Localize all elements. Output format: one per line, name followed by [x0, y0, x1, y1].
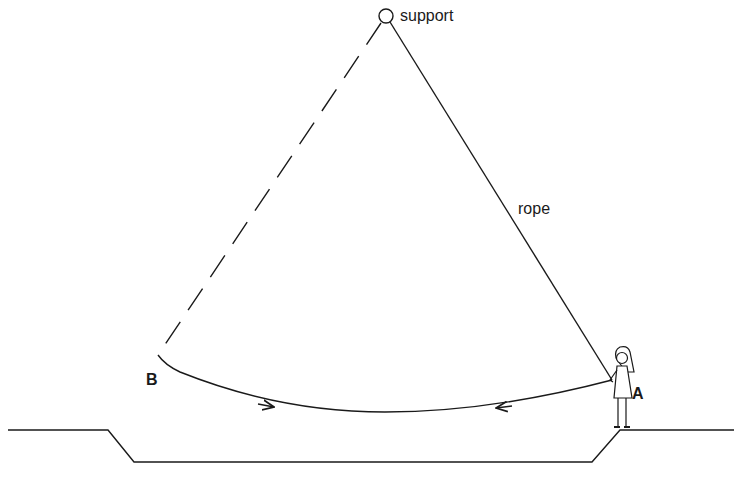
girl-figure: [610, 347, 634, 427]
swing-arc: [158, 355, 612, 412]
arrow-right: [258, 404, 274, 407]
ground-line: [8, 430, 734, 462]
arrow-left: [496, 406, 512, 408]
rope-dashed: [158, 23, 381, 355]
support-circle: [379, 9, 393, 23]
rope-label: rope: [518, 201, 550, 217]
point-label: B: [146, 372, 158, 388]
support-label: support: [400, 8, 453, 24]
point-label: A: [632, 386, 644, 402]
rope-line: [390, 22, 612, 380]
